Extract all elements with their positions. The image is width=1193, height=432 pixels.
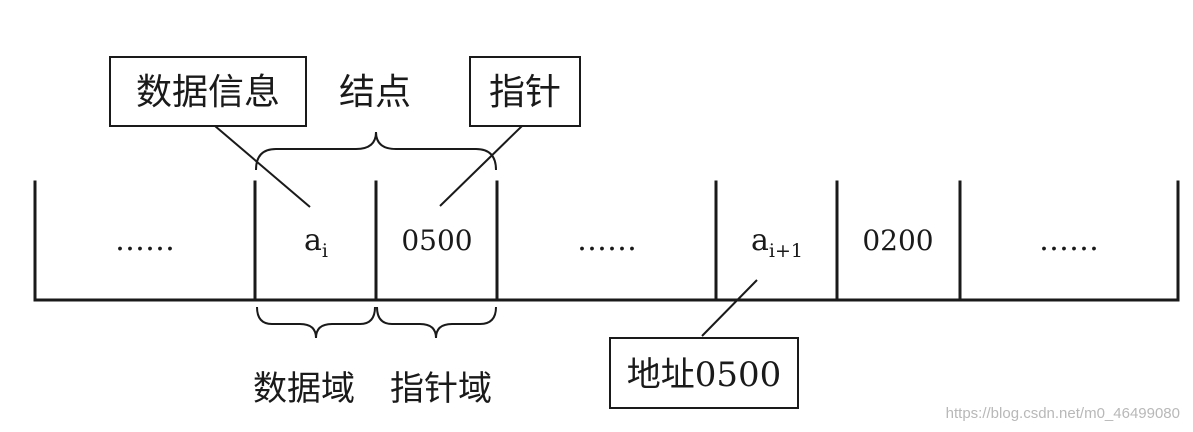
pointer-leader — [439, 125, 523, 207]
node-i1-data-subscript: i+1 — [769, 240, 803, 262]
address-label: 地址0500 — [627, 355, 782, 395]
ellipsis-left: …… — [115, 223, 175, 258]
node-i-data-base: a — [304, 223, 322, 258]
node-i1-data-value: ai+1 — [751, 223, 803, 262]
node-i1-data-base: a — [751, 223, 769, 258]
pointer-callout: 指针 — [469, 56, 581, 127]
pointer-box — [469, 56, 581, 127]
pointer-label: 指针 — [489, 72, 561, 113]
data-info-label: 数据信息 — [136, 72, 280, 113]
pointer-field-brace — [376, 306, 497, 339]
node-i-pointer-value: 0500 — [401, 224, 472, 257]
ellipsis-right: …… — [1039, 223, 1099, 258]
node-i-data-subscript: i — [322, 240, 328, 262]
data-info-box — [109, 56, 307, 127]
address-box — [609, 337, 799, 409]
watermark: https://blog.csdn.net/m0_46499080 — [946, 405, 1180, 422]
node-i-data-value: ai — [304, 223, 328, 262]
node-i1-pointer-value: 0200 — [862, 224, 933, 257]
data-info-leader — [214, 125, 311, 208]
cell-contents: …… ai 0500 …… ai+1 0200 …… — [115, 223, 1099, 262]
address-callout: 地址0500 — [609, 337, 799, 409]
address-leader — [701, 279, 758, 337]
ellipsis-middle: …… — [577, 223, 637, 258]
data-info-callout: 数据信息 — [109, 56, 307, 127]
memory-strip — [33, 180, 1180, 302]
pointer-field-label: 指针域 — [390, 369, 492, 409]
node-brace — [255, 131, 497, 171]
data-field-label: 数据域 — [253, 369, 355, 409]
data-field-brace — [256, 306, 376, 339]
node-label: 结点 — [339, 72, 411, 113]
